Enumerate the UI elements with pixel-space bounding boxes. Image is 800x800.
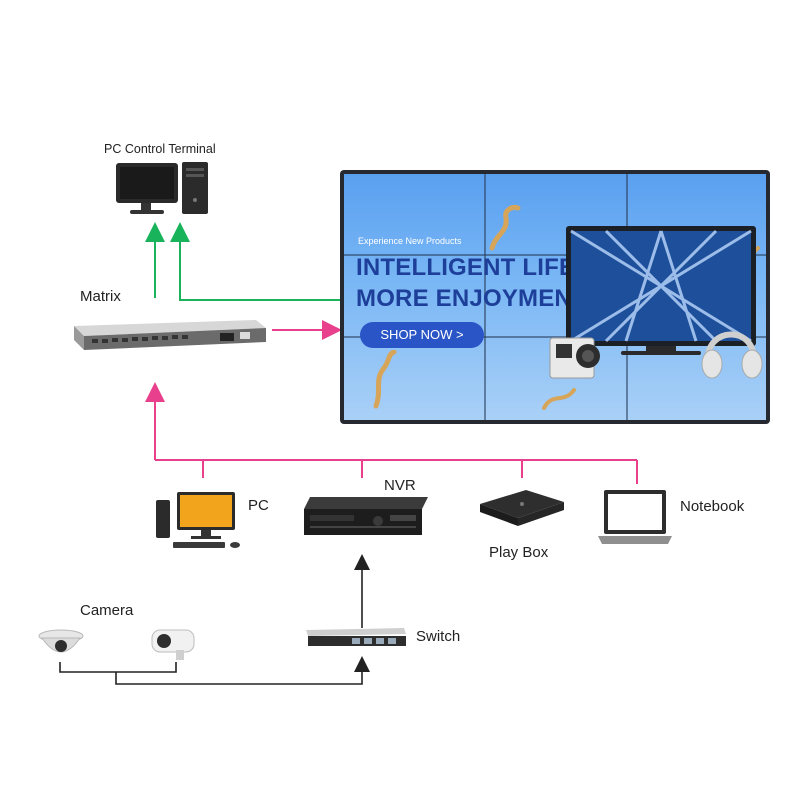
green-link-wall-to-terminal (170, 222, 340, 301)
action-camera-icon (549, 337, 600, 379)
shop-now-button[interactable]: SHOP NOW > (360, 322, 484, 348)
play-box-icon (480, 490, 564, 526)
ad-headline-1: INTELLIGENT LIFE (356, 254, 576, 281)
camera-label: Camera (80, 602, 134, 619)
black-link-camera-bus (115, 656, 370, 685)
wall-seam (484, 174, 486, 420)
pc-label: PC (248, 497, 269, 514)
ribbon-decoration (542, 388, 576, 410)
bullet-camera-icon (151, 629, 195, 660)
wall-seam (344, 336, 766, 338)
switch-icon (306, 628, 406, 646)
notebook-icon (598, 490, 672, 544)
tv-icon (566, 226, 756, 355)
switch-label: Switch (416, 628, 461, 645)
headphones-icon (701, 331, 763, 379)
nvr-label: NVR (384, 477, 416, 494)
black-link-cameras-to-switch (59, 662, 177, 673)
ad-eyebrow: Experience New Products (358, 236, 462, 246)
ribbon-decoration (489, 205, 521, 251)
pc-control-terminal-icon (116, 162, 208, 214)
pc-icon (156, 492, 240, 548)
video-wall: Experience New Products INTELLIGENT LIFE… (340, 170, 770, 424)
notebook-label: Notebook (680, 498, 745, 515)
wall-seam (344, 254, 766, 256)
ribbon-decoration (373, 350, 397, 409)
play-box-label: Play Box (489, 544, 549, 561)
dome-camera-icon (38, 629, 84, 653)
pc-control-terminal-label: PC Control Terminal (104, 142, 216, 156)
video-wall-screen: Experience New Products INTELLIGENT LIFE… (344, 174, 766, 420)
ad-headline-2: MORE ENJOYMENT (356, 285, 587, 312)
nvr-icon (304, 497, 428, 535)
matrix-icon (74, 320, 266, 350)
matrix-label: Matrix (80, 288, 121, 305)
